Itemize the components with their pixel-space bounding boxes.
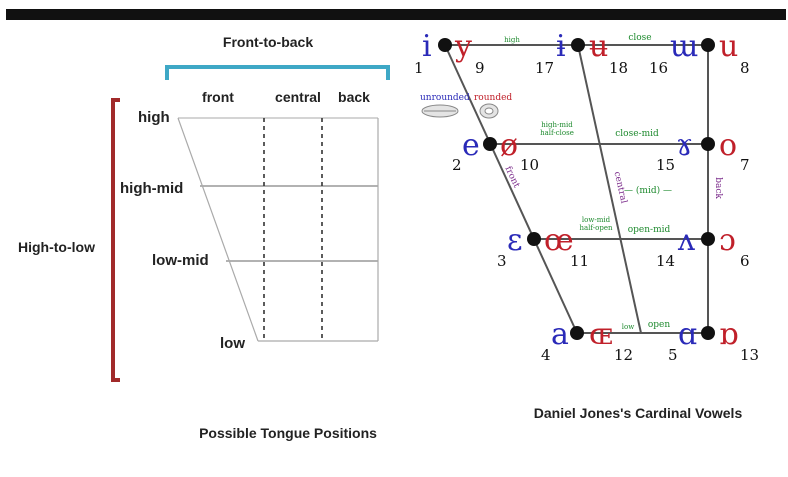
row-label-low-mid: low-mid [152,252,209,269]
grid-front-edge [177,117,259,342]
column-label-front: front [202,89,234,105]
label-high-mid: high-mid [541,121,573,129]
high-to-low-bracket [111,98,120,382]
vowel-number-9: 9 [475,59,485,77]
vowel-turned-v: ʌ [677,223,695,258]
vowel-number-7: 7 [740,156,750,174]
vowel-alpha: ɑ [678,317,697,352]
tongue-position-diagram: Front-to-back High-to-low front central … [18,34,390,441]
label-high: high [504,36,520,44]
legend-rounded-label: rounded [474,93,512,103]
vowel-dot [701,38,715,52]
high-to-low-label: High-to-low [18,239,95,255]
front-to-back-bracket [165,65,390,80]
row-label-high-mid: high-mid [120,180,183,197]
vowel-number-13: 13 [740,346,759,364]
vowel-u-bar: ʉ [589,29,608,64]
vowel-small-oe: ɶ [589,317,613,352]
vowel-open-o: ɔ [719,223,736,258]
vowel-number-14: 14 [656,252,675,270]
vowel-e: e [462,128,480,163]
vowel-number-11: 11 [570,252,589,270]
vowel-o-slash: ø [500,128,518,163]
vowel-number-18: 18 [609,59,628,77]
vowel-i: i [422,29,432,64]
central-line [577,44,642,334]
vowel-rams-horn: ɤ [676,128,693,163]
label-open: open [648,320,671,330]
cardinal-caption: Daniel Jones's Cardinal Vowels [534,405,743,421]
vowel-dot [438,38,452,52]
label-back: back [713,177,723,199]
vowel-dot [701,326,715,340]
row-label-low: low [220,335,245,352]
vowel-number-4: 4 [541,346,551,364]
label-low: low [622,323,634,331]
vowel-oe: œ [544,223,574,258]
vowel-number-12: 12 [614,346,633,364]
row-label-high: high [138,109,170,126]
legend-unrounded-label: unrounded [420,93,470,103]
vowel-dot [571,38,585,52]
vowel-u: u [719,29,738,64]
vowel-open-e: ɛ [507,223,523,258]
vowel-y: y [454,29,472,64]
vowel-o: o [719,128,737,163]
top-border-bar [6,9,786,20]
vowel-number-16: 16 [649,59,668,77]
vowel-number-1: 1 [414,59,424,77]
front-edge-line [444,44,578,334]
vowel-number-5: 5 [668,346,678,364]
vowel-i-bar: ɨ [556,29,566,64]
vowel-dot [483,137,497,151]
label-half-close: half-close [540,129,574,137]
vowel-number-2: 2 [452,156,462,174]
vowel-dot [701,232,715,246]
vowel-number-15: 15 [656,156,675,174]
vowel-turned-m: ɯ [670,29,698,64]
column-label-back: back [338,89,370,105]
front-to-back-label: Front-to-back [223,34,313,50]
vowel-number-8: 8 [740,59,750,77]
vowel-number-3: 3 [497,252,507,270]
rounded-lips-icon-opening [484,107,494,115]
label-mid: — (mid) — [624,185,672,196]
vowel-dot [701,137,715,151]
vowel-dot [527,232,541,246]
column-label-central: central [275,89,321,105]
label-low-mid: low-mid [582,216,611,224]
label-open-mid: open-mid [628,225,671,235]
vowel-dot [570,326,584,340]
label-half-open: half-open [580,224,613,232]
label-close-mid: close-mid [615,129,659,139]
vowel-number-6: 6 [740,252,750,270]
vowel-number-17: 17 [535,59,554,77]
label-central: central [611,171,628,205]
tongue-caption: Possible Tongue Positions [199,425,377,441]
label-close: close [628,33,651,43]
vowel-turned-alpha: ɒ [719,317,738,352]
vowel-a: a [551,317,569,352]
vowel-number-10: 10 [520,156,539,174]
cardinal-vowel-diagram: unrounded rounded high close high-mid ha… [414,29,759,421]
